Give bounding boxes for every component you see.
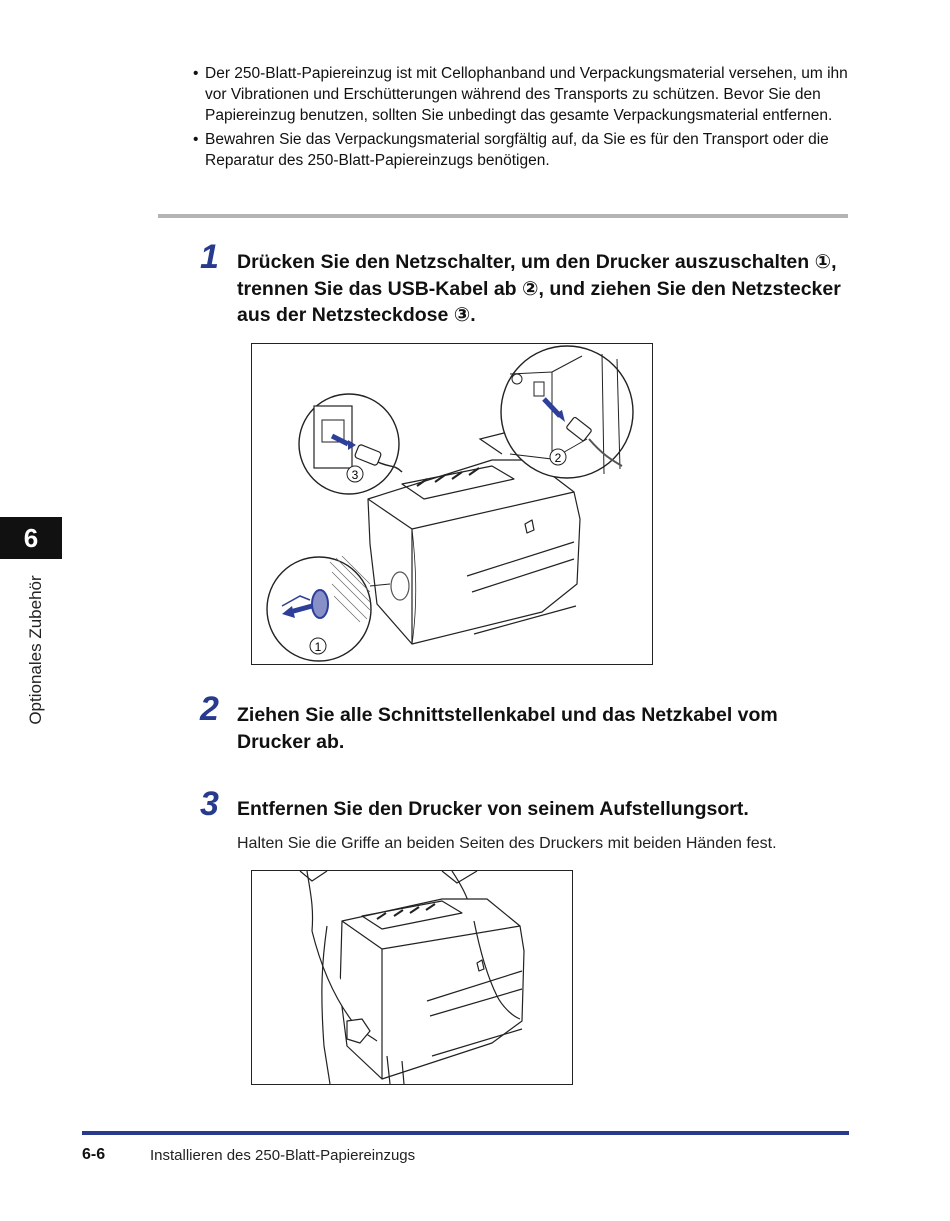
step-number: 1 [200, 238, 219, 276]
page-number: 6-6 [82, 1146, 106, 1163]
step-instruction: Ziehen Sie alle Schnittstellenkabel und … [237, 704, 778, 753]
callout-2-label: 2 [555, 451, 562, 465]
chapter-number: 6 [23, 522, 39, 553]
footer-rule [82, 1131, 849, 1135]
step-number: 2 [200, 690, 219, 728]
printer-unplug-illustration: 3 2 1 [266, 345, 634, 662]
section-divider [158, 214, 848, 218]
step-detail: Halten Sie die Griffe an beiden Seiten d… [237, 835, 777, 852]
footer-title: Installieren des 250-Blatt-Papiereinzugs [150, 1147, 416, 1164]
chapter-title: Optionales Zubehör [26, 575, 45, 725]
note-item: Bewahren Sie das Verpackungsmaterial sor… [193, 129, 853, 171]
note-item: Der 250-Blatt-Papiereinzug ist mit Cello… [193, 63, 853, 126]
callout-1-label: 1 [315, 640, 322, 654]
step-number: 3 [200, 785, 219, 823]
figure-lift-printer [251, 870, 573, 1085]
step-instruction: Drücken Sie den Netzschalter, um den Dru… [237, 251, 841, 326]
callout-3-label: 3 [352, 468, 359, 482]
chapter-tab: 6 [0, 517, 62, 559]
notes-list: Der 250-Blatt-Papiereinzug ist mit Cello… [193, 63, 853, 174]
step-instruction: Entfernen Sie den Drucker von seinem Auf… [237, 798, 749, 820]
figure-power-off-unplug: 3 2 1 [251, 343, 653, 665]
printer-lift-illustration [299, 871, 525, 1084]
